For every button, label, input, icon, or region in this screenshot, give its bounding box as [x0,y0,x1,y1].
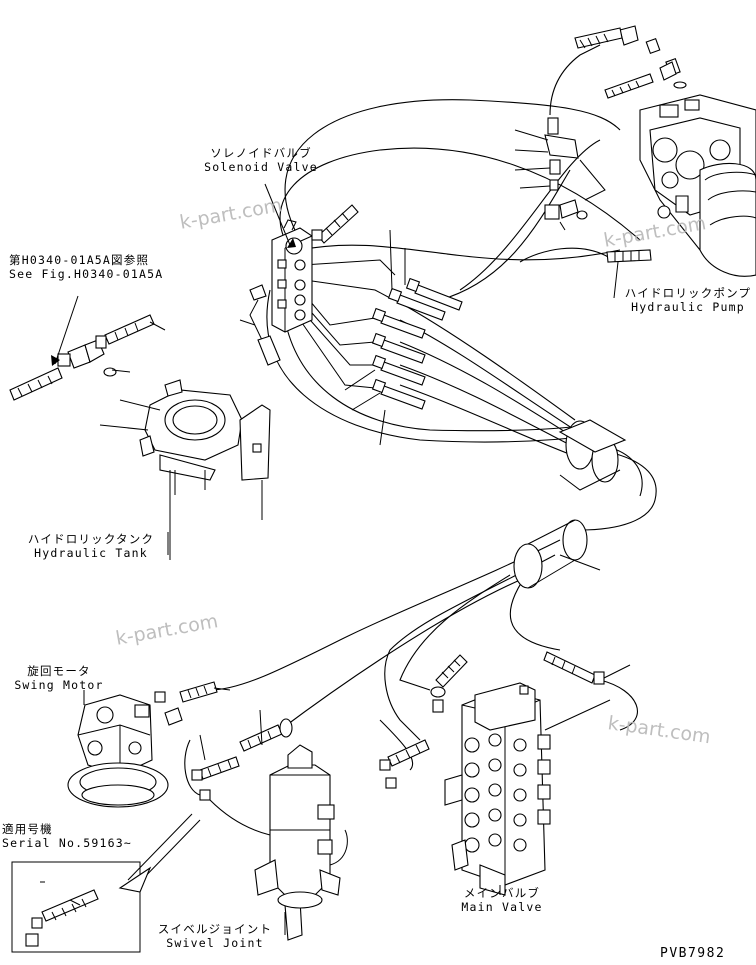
hydraulic-pump-drawing [574,25,756,277]
main-valve-label-en: Main Valve [461,900,543,914]
drawing-code: PVB7982 [660,946,726,961]
hydraulic-pump-label: ハイドロリックポンプ Hydraulic Pump [624,286,752,314]
tee-fitting-group [514,117,606,231]
solenoid-valve-drawing [249,204,359,366]
hydraulic-tank-label-jp: ハイドロリックタンク [27,532,155,546]
swivel-joint-label-jp: スイベルジョイント [157,922,273,936]
main-valve-drawing [379,651,631,896]
swing-motor-drawing [67,681,231,808]
serial-label-jp: 適用号機 [2,822,53,836]
swivel-joint-label: スイベルジョイント Swivel Joint [150,922,280,950]
main-valve-label-jp: メインバルブ [463,886,541,900]
see-fig-label-jp: 第H0340-01A5A図参照 [9,253,150,267]
swivel-joint-label-en: Swivel Joint [166,936,264,950]
hydraulic-pump-label-jp: ハイドロリックポンプ [624,286,752,300]
serial-label: 適用号機 Serial No.59163~ [2,822,132,850]
serial-label-en: Serial No.59163~ [2,836,132,850]
swing-motor-label: 旋回モータ Swing Motor [14,664,104,692]
hose-fittings-center [344,229,463,446]
hydraulic-tank-label-en: Hydraulic Tank [34,546,148,560]
hose-clamps [513,419,627,589]
see-fig-label: 第H0340-01A5A図参照 See Fig.H0340-01A5A [9,253,163,281]
solenoid-valve-label: ソレノイドバルブ Solenoid Valve [196,146,326,174]
solenoid-valve-label-en: Solenoid Valve [204,160,318,174]
main-valve-label: メインバルブ Main Valve [452,886,552,914]
swing-motor-label-jp: 旋回モータ [27,664,91,678]
swing-motor-label-en: Swing Motor [14,678,104,692]
swivel-joint-drawing [191,709,348,941]
leader-lines [51,183,619,935]
hydraulic-tank-drawing [9,314,271,560]
see-fig-label-en: See Fig.H0340-01A5A [9,267,164,281]
solenoid-valve-label-jp: ソレノイドバルブ [210,146,312,160]
hose-routes [184,44,657,836]
serial-detail-box [11,813,201,953]
hydraulic-tank-label: ハイドロリックタンク Hydraulic Tank [22,532,160,560]
hydraulic-pump-label-en: Hydraulic Pump [631,300,745,314]
